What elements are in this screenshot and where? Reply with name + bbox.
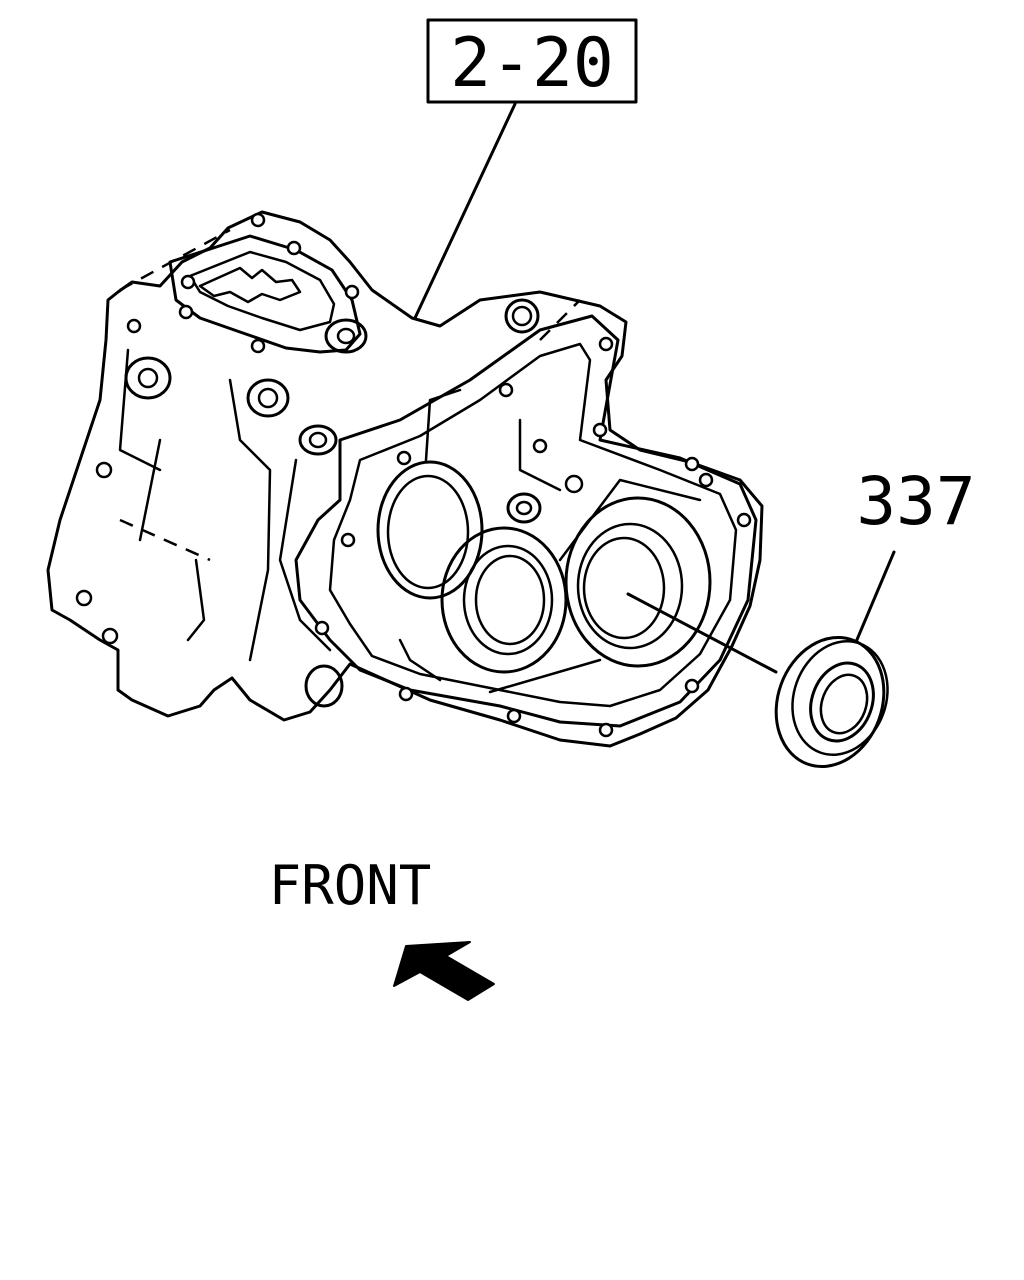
boss-top-right [504,298,540,334]
housing-boss [324,318,368,354]
bolt-hole [598,722,614,738]
internal-web [558,478,702,562]
seal-outer-edge [774,635,886,769]
bolt-hole [684,456,700,472]
housing-boss [298,424,338,456]
bolt-hole [698,472,714,488]
part-number-label: 337 [856,463,975,540]
bolt-hole [592,422,608,438]
seal-leader-line [626,592,778,674]
boss-bore [137,367,159,389]
rear-mating-flange [294,314,758,728]
rear-flange-inner-edge [328,342,738,708]
bolt-hole [532,438,548,454]
flange-bolt-hole [75,589,93,607]
reference-leader-line [413,102,517,320]
housing-boss [246,378,290,418]
boss-bore [257,387,279,409]
housing-boss [304,664,344,708]
oil-seal-part [626,550,896,769]
flange-bolt-hole [101,627,119,645]
internal-boss-bore [515,500,533,516]
housing-outline [46,210,764,748]
reference-box [426,18,638,104]
part-number-leader-line [854,550,896,644]
bolt-hole [396,450,412,466]
bolt-hole [340,532,356,548]
bolt-hole [564,474,584,494]
hidden-edge [119,518,211,562]
seal-inner-bore [819,673,869,735]
reference-callout: 2-20 [413,18,638,320]
bearing-bore-center [440,526,568,674]
shift-cover-opening [188,250,336,332]
bolt-hole [314,620,330,636]
seal-lip [809,661,875,743]
bolt-hole [398,686,414,702]
cover-bolt-hole [286,240,302,256]
housing-rib [118,348,162,472]
internal-web [398,638,442,682]
cover-bolt-hole [344,284,360,300]
bolt-hole [684,678,700,694]
seal-outer-face [791,640,889,756]
housing-rib [138,438,162,542]
hidden-edge [539,299,581,341]
housing-rib [186,558,206,642]
flange-bolt-hole [95,461,113,479]
bolt-hole [598,336,614,352]
hidden-edge [58,399,102,521]
internal-web [518,418,562,492]
cover-bolt-hole [180,274,196,290]
boss-bore [336,327,356,345]
housing-rib [278,458,332,652]
bearing-bore-right [564,496,712,668]
bolt-hole [506,708,522,724]
internal-boss [506,492,542,524]
cover-bolt-hole [250,212,266,228]
bolt-hole [736,512,752,528]
boss-bore [308,431,328,449]
cover-bolt-hole [126,318,142,334]
cover-bolt-hole [178,304,194,320]
housing-rib [228,378,272,662]
internal-web [488,658,602,694]
front-arrow-icon [393,941,495,1001]
front-direction-label: FRONT [269,854,432,917]
cover-bolt-hole [250,338,266,354]
shift-mechanism [198,266,302,304]
reference-label: 2-20 [450,24,614,103]
internal-web [424,388,462,462]
transmission-housing [46,210,764,748]
bolt-hole [498,382,514,398]
hidden-edge [119,228,231,292]
bearing-bore-left [376,460,484,600]
bolt-hole [511,305,533,327]
